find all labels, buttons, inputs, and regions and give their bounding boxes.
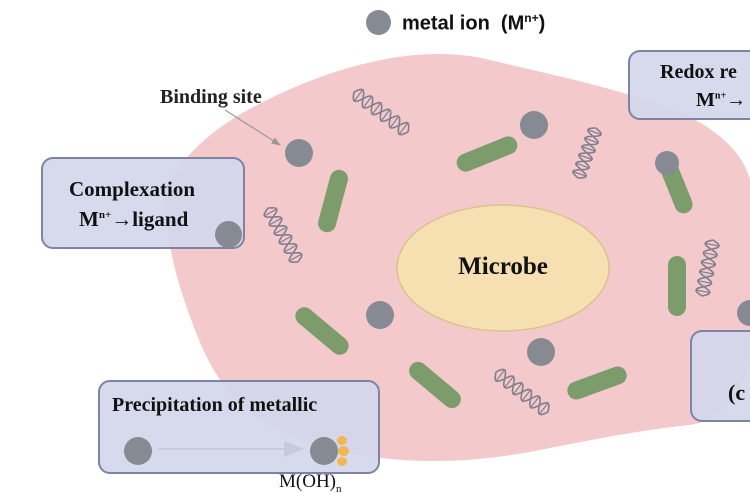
right-partial-box: (c	[690, 330, 750, 422]
metal-ion	[655, 151, 679, 175]
metal-ion	[527, 338, 555, 366]
binding-site-label: Binding site	[160, 86, 262, 108]
precipitation-title: Precipitation of metallic	[112, 394, 318, 416]
redox-title: Redox re	[660, 61, 737, 83]
dna-strands	[263, 88, 720, 416]
precipitation-product-ion-icon	[310, 437, 338, 465]
metal-ion	[366, 301, 394, 329]
dna-helix	[695, 239, 720, 297]
complexation-title: Complexation	[69, 177, 195, 201]
binding-site-pointer	[224, 109, 282, 146]
precipitation-box: Precipitation of metallic	[98, 380, 380, 474]
precipitation-product-label: M(OH)n	[279, 471, 342, 495]
organelle-rod	[409, 361, 461, 409]
precipitate-particle-top	[337, 436, 347, 445]
right-partial-text: (c	[728, 380, 746, 405]
complexation-box: Complexation Mn+→ligand	[41, 157, 245, 249]
microbe-nucleus	[396, 204, 610, 332]
organelle-rod	[456, 136, 518, 172]
precipitate-particle-bottom	[337, 457, 347, 466]
dna-helix	[263, 207, 303, 263]
legend-ion-swatch	[366, 10, 391, 35]
dna-helix	[572, 127, 602, 179]
organelle-rod	[668, 256, 686, 316]
redox-equation: Mn+→	[696, 89, 747, 111]
dna-helix	[494, 368, 550, 416]
metal-ions	[285, 111, 679, 366]
complexation-equation: Mn+→ligand	[79, 207, 189, 231]
redox-box: Redox re Mn+→	[628, 50, 750, 120]
dna-helix	[352, 88, 410, 136]
precipitation-reactant-ion-icon	[124, 437, 152, 465]
organelle-rod	[567, 366, 627, 400]
metal-ion	[285, 139, 313, 167]
organelle-rod	[295, 307, 349, 355]
right-edge-ion-icon	[737, 300, 750, 326]
microbe-label: Microbe	[458, 253, 548, 280]
metal-ion	[520, 111, 548, 139]
organelle-rod	[318, 169, 348, 233]
complexation-ion-icon	[215, 221, 242, 248]
legend-label: metal ion (Mn+)	[402, 11, 546, 35]
precipitate-particle-mid	[338, 446, 349, 456]
